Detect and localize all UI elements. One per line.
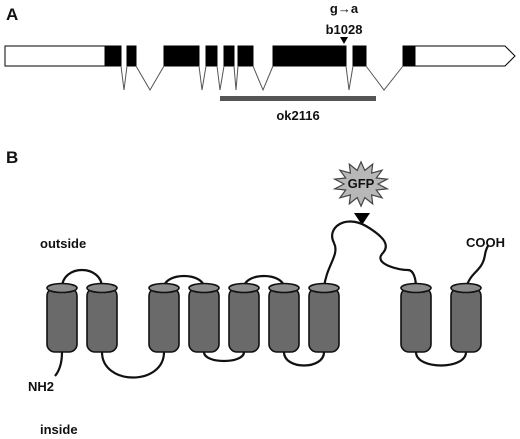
intron-4 (216, 65, 225, 91)
tm-helix-3-cap (148, 282, 180, 294)
tm-helix-9-cap (450, 282, 482, 294)
exon-7 (272, 45, 347, 67)
tm-helix-5-cap (228, 282, 260, 294)
intracellular-loop-2 (202, 351, 246, 363)
intron-5 (233, 65, 239, 91)
intron-1 (120, 65, 128, 91)
extracellular-loop-gfp (322, 220, 418, 289)
tm-helix-6-cap (268, 282, 300, 294)
tm-helix-4-cap (188, 282, 220, 294)
utr-3prime (414, 45, 516, 67)
extracellular-loop-1 (60, 268, 104, 289)
intracellular-loop-1 (100, 351, 166, 379)
tm-helix-2-body (86, 287, 118, 353)
exon-3 (163, 45, 200, 67)
intracellular-loop-3 (282, 351, 326, 367)
mutation-label: g→a (330, 1, 359, 16)
tm-helix-2-cap (86, 282, 118, 294)
outside-label: outside (40, 236, 86, 251)
exon-6 (237, 45, 254, 67)
intron-6 (252, 65, 274, 92)
tm-helix-1-body (46, 287, 78, 353)
intron-7 (345, 65, 354, 91)
tm-helix-7-body (308, 287, 340, 353)
tm-helix-3-body (148, 287, 180, 353)
tm-helix-4-body (188, 287, 220, 353)
exon-5 (223, 45, 235, 67)
gene-model (4, 45, 516, 92)
tm-helix-9 (450, 282, 482, 353)
panel-a-label: A (6, 5, 18, 24)
tm-helix-2 (86, 282, 118, 353)
gfp-label: GFP (348, 176, 375, 191)
tm-helix-5-body (228, 287, 260, 353)
tm-helix-8 (400, 282, 432, 353)
exon-2 (126, 45, 137, 67)
tm-helix-7-cap (308, 282, 340, 294)
deletion-label: ok2116 (276, 108, 319, 123)
exon-8 (352, 45, 367, 67)
gfp-tag: GFP (332, 160, 390, 208)
gfp-starburst (332, 160, 390, 208)
tm-helix-8-cap (400, 282, 432, 294)
utr-5prime (4, 45, 106, 67)
exon-1 (104, 45, 122, 67)
intron-2 (135, 65, 165, 91)
transmembrane-helices (46, 282, 482, 353)
inside-label: inside (40, 422, 78, 437)
deletion-bar (220, 96, 376, 101)
c-terminus-label: COOH (466, 235, 505, 250)
tm-helix-3 (148, 282, 180, 353)
tm-helix-8-body (400, 287, 432, 353)
n-terminal-tail (54, 351, 64, 377)
tm-helix-7 (308, 282, 340, 353)
tm-helix-4 (188, 282, 220, 353)
intron-8 (365, 65, 404, 91)
allele-label: b1028 (326, 22, 363, 37)
panel-b-label: B (6, 148, 18, 167)
protein-loops (54, 220, 489, 379)
intron-3 (198, 65, 207, 91)
exon-4 (205, 45, 218, 67)
n-terminus-label: NH2 (28, 379, 54, 394)
tm-helix-6 (268, 282, 300, 353)
tm-helix-1-cap (46, 282, 78, 294)
tm-helix-5 (228, 282, 260, 353)
c-terminal-tail (464, 245, 489, 289)
gfp-insertion-arrow (354, 213, 370, 225)
intracellular-loop-4 (414, 351, 468, 367)
tm-helix-9-body (450, 287, 482, 353)
exon-9 (402, 45, 416, 67)
tm-helix-6-body (268, 287, 300, 353)
tm-helix-1 (46, 282, 78, 353)
mutation-marker (340, 37, 348, 44)
